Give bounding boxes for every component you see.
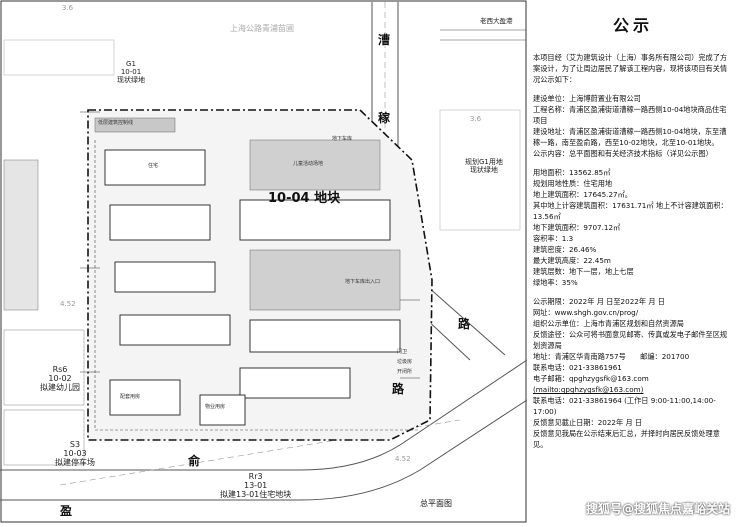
lot-g1-use: 现状绿地: [117, 76, 145, 85]
notice-deadline: 反馈意见截止日期：2022年 月 日: [533, 418, 643, 427]
lot-rs6-use: 拟建幼儿园: [40, 383, 80, 393]
lot-rr3-code: Rr3: [248, 472, 263, 481]
lot-s3-use: 拟建停车场: [55, 458, 95, 468]
lot-main-label: 10-04 地块: [268, 191, 341, 206]
notice-period: 公示期限：2022年 月 日至2022年 月 日: [533, 297, 665, 306]
notice-floors: 建筑层数：地下一层，地上七层: [533, 267, 634, 276]
notice-far: 容积率：1.3: [533, 234, 574, 243]
notice-phone: 联系电话：021-33861961: [533, 363, 622, 372]
plan-label-garage-entrance: 地下车库出入口: [345, 279, 381, 285]
lot-s3-label: S3 10-03 拟建停车场: [55, 440, 95, 468]
elevation-3: 3.6: [470, 115, 482, 123]
notice-land-use: 规划用地性质：住宅用地: [533, 179, 613, 188]
notice-density: 建筑密度：26.46%: [533, 245, 597, 254]
lot-right-label: 规划G1用地 现状绿地: [465, 158, 503, 174]
notice-below-area: 地下建筑面积：9707.12㎡: [533, 223, 621, 232]
notice-green: 绿地率：35%: [533, 278, 578, 287]
spacer: [533, 159, 733, 167]
lot-g1-number: 10-01: [120, 68, 142, 77]
lot-s3-code: S3: [69, 440, 81, 449]
notice-email-link[interactable]: (mailto:qpghzygsfk@163.com): [533, 385, 644, 394]
elevation-4: 4.52: [60, 300, 76, 308]
road-char-2: 稼: [378, 111, 391, 125]
notice-address: 地址：青浦区华青南路757号 邮编：201700: [533, 352, 690, 361]
lot-g1-code: G1: [126, 60, 136, 68]
notice-email: 电子邮箱：qpghzygsfk@163.com: [533, 374, 649, 383]
notice-builder: 建设单位：上海博蔚置业有限公司: [533, 94, 641, 103]
lot-g1-label: G1 10-01 现状绿地: [117, 60, 145, 84]
plan-label-garage: 地下车库: [332, 136, 353, 142]
plan-label-low-building-line: 低层建筑控制线: [98, 120, 134, 126]
notice-location: 建设地址：青浦区盈浦街道漕稼一路西侧10-04地块，东至漕稼一路，南至盈俞路，西…: [533, 127, 727, 147]
notice-project-name: 工程名称：青浦区盈浦街道漕稼一路西侧10-04地块商品住宅项目: [533, 105, 727, 125]
notice-land-area: 用地面积：13562.85㎡: [533, 168, 611, 177]
notice-feedback: 反馈途径：公众可将书面意见邮寄、传真或发电子邮件至区规划资源局: [533, 330, 728, 350]
lot-s3-number: 10-03: [63, 449, 87, 459]
plan-label-garbage: 垃圾房: [397, 359, 413, 365]
lot-rr3-use: 拟建13-01住宅地块: [220, 490, 292, 500]
plan-label-property: 物业用房: [205, 404, 226, 410]
notice-content: 公示内容：总平面图和有关经济技术指标（详见公示图）: [533, 149, 713, 158]
spacer: [533, 288, 733, 296]
notice-panel: 公示 本项目经（艾为建筑设计（上海）事务所有限公司）完成了方案设计，为了让周边居…: [533, 6, 733, 518]
notice-title: 公示: [612, 16, 653, 35]
spacer: [533, 85, 733, 93]
lot-rs6-label: Rs6 10-02 拟建幼儿园: [40, 365, 80, 393]
lot-right-status: 现状绿地: [469, 166, 498, 175]
top-road-name: 上海公路青浦苗圃: [230, 24, 294, 33]
notice-intro: 本项目经（艾为建筑设计（上海）事务所有限公司）完成了方案设计，为了让周边居民了解…: [533, 53, 728, 84]
plan-label-facility: 配套用房: [120, 394, 141, 400]
notice-contact: 联系电话：021-33861964 (工作日 9:00-11:00,14:00-…: [533, 396, 716, 416]
plan-label-playground: 儿童活动场地: [293, 161, 324, 167]
notice-above-area: 地上建筑面积：17645.27㎡。: [533, 190, 632, 199]
lot-rr3-number: 13-01: [244, 481, 268, 491]
road-char-4: 路: [392, 382, 405, 396]
lot-rr3-label: Rr3 13-01 拟建13-01住宅地块: [220, 472, 291, 500]
road-char-6: 盈: [60, 504, 73, 518]
watermark: 搜狐号@搜狐焦点嘉峪关站: [585, 502, 730, 516]
plan-title: 总平面图: [420, 499, 452, 508]
site-plan: 上海公路青浦苗圃 老西大盈港 G1 10-01 现状绿地 10-04 地块 规划…: [0, 0, 528, 523]
plan-label-residence: 住宅: [148, 163, 159, 169]
lot-rs6-number: 10-02: [48, 374, 72, 384]
elevation-1: 3.6: [62, 4, 74, 12]
road-char-3: 路: [458, 317, 471, 331]
plan-label-gate: 门卫: [397, 349, 408, 355]
notice-website: 网址：www.shgh.gov.cn/prog/: [533, 308, 639, 317]
road-char-1: 漕: [378, 33, 391, 47]
notice-closing: 反馈意见我局在公示结束后汇总，并择时向居民反馈处理意见。: [533, 429, 720, 449]
plan-label-switch-station: 开闭所: [397, 369, 413, 375]
notice-height: 最大建筑高度：22.45m: [533, 256, 611, 265]
top-right-label: 老西大盈港: [480, 17, 513, 25]
notice-of-which: 其中地上计容建筑面积：17631.71㎡ 地上不计容建筑面积：13.56㎡: [533, 201, 728, 221]
road-char-5: 俞: [188, 454, 201, 468]
lot-right-use: 规划G1用地: [465, 158, 503, 166]
elevation-2: 4.52: [395, 455, 411, 463]
lot-rs6-code: Rs6: [52, 365, 68, 374]
notice-organizer: 组织公示单位：上海市青浦区规划和自然资源局: [533, 319, 684, 328]
site-plan-drawing: [0, 0, 528, 523]
